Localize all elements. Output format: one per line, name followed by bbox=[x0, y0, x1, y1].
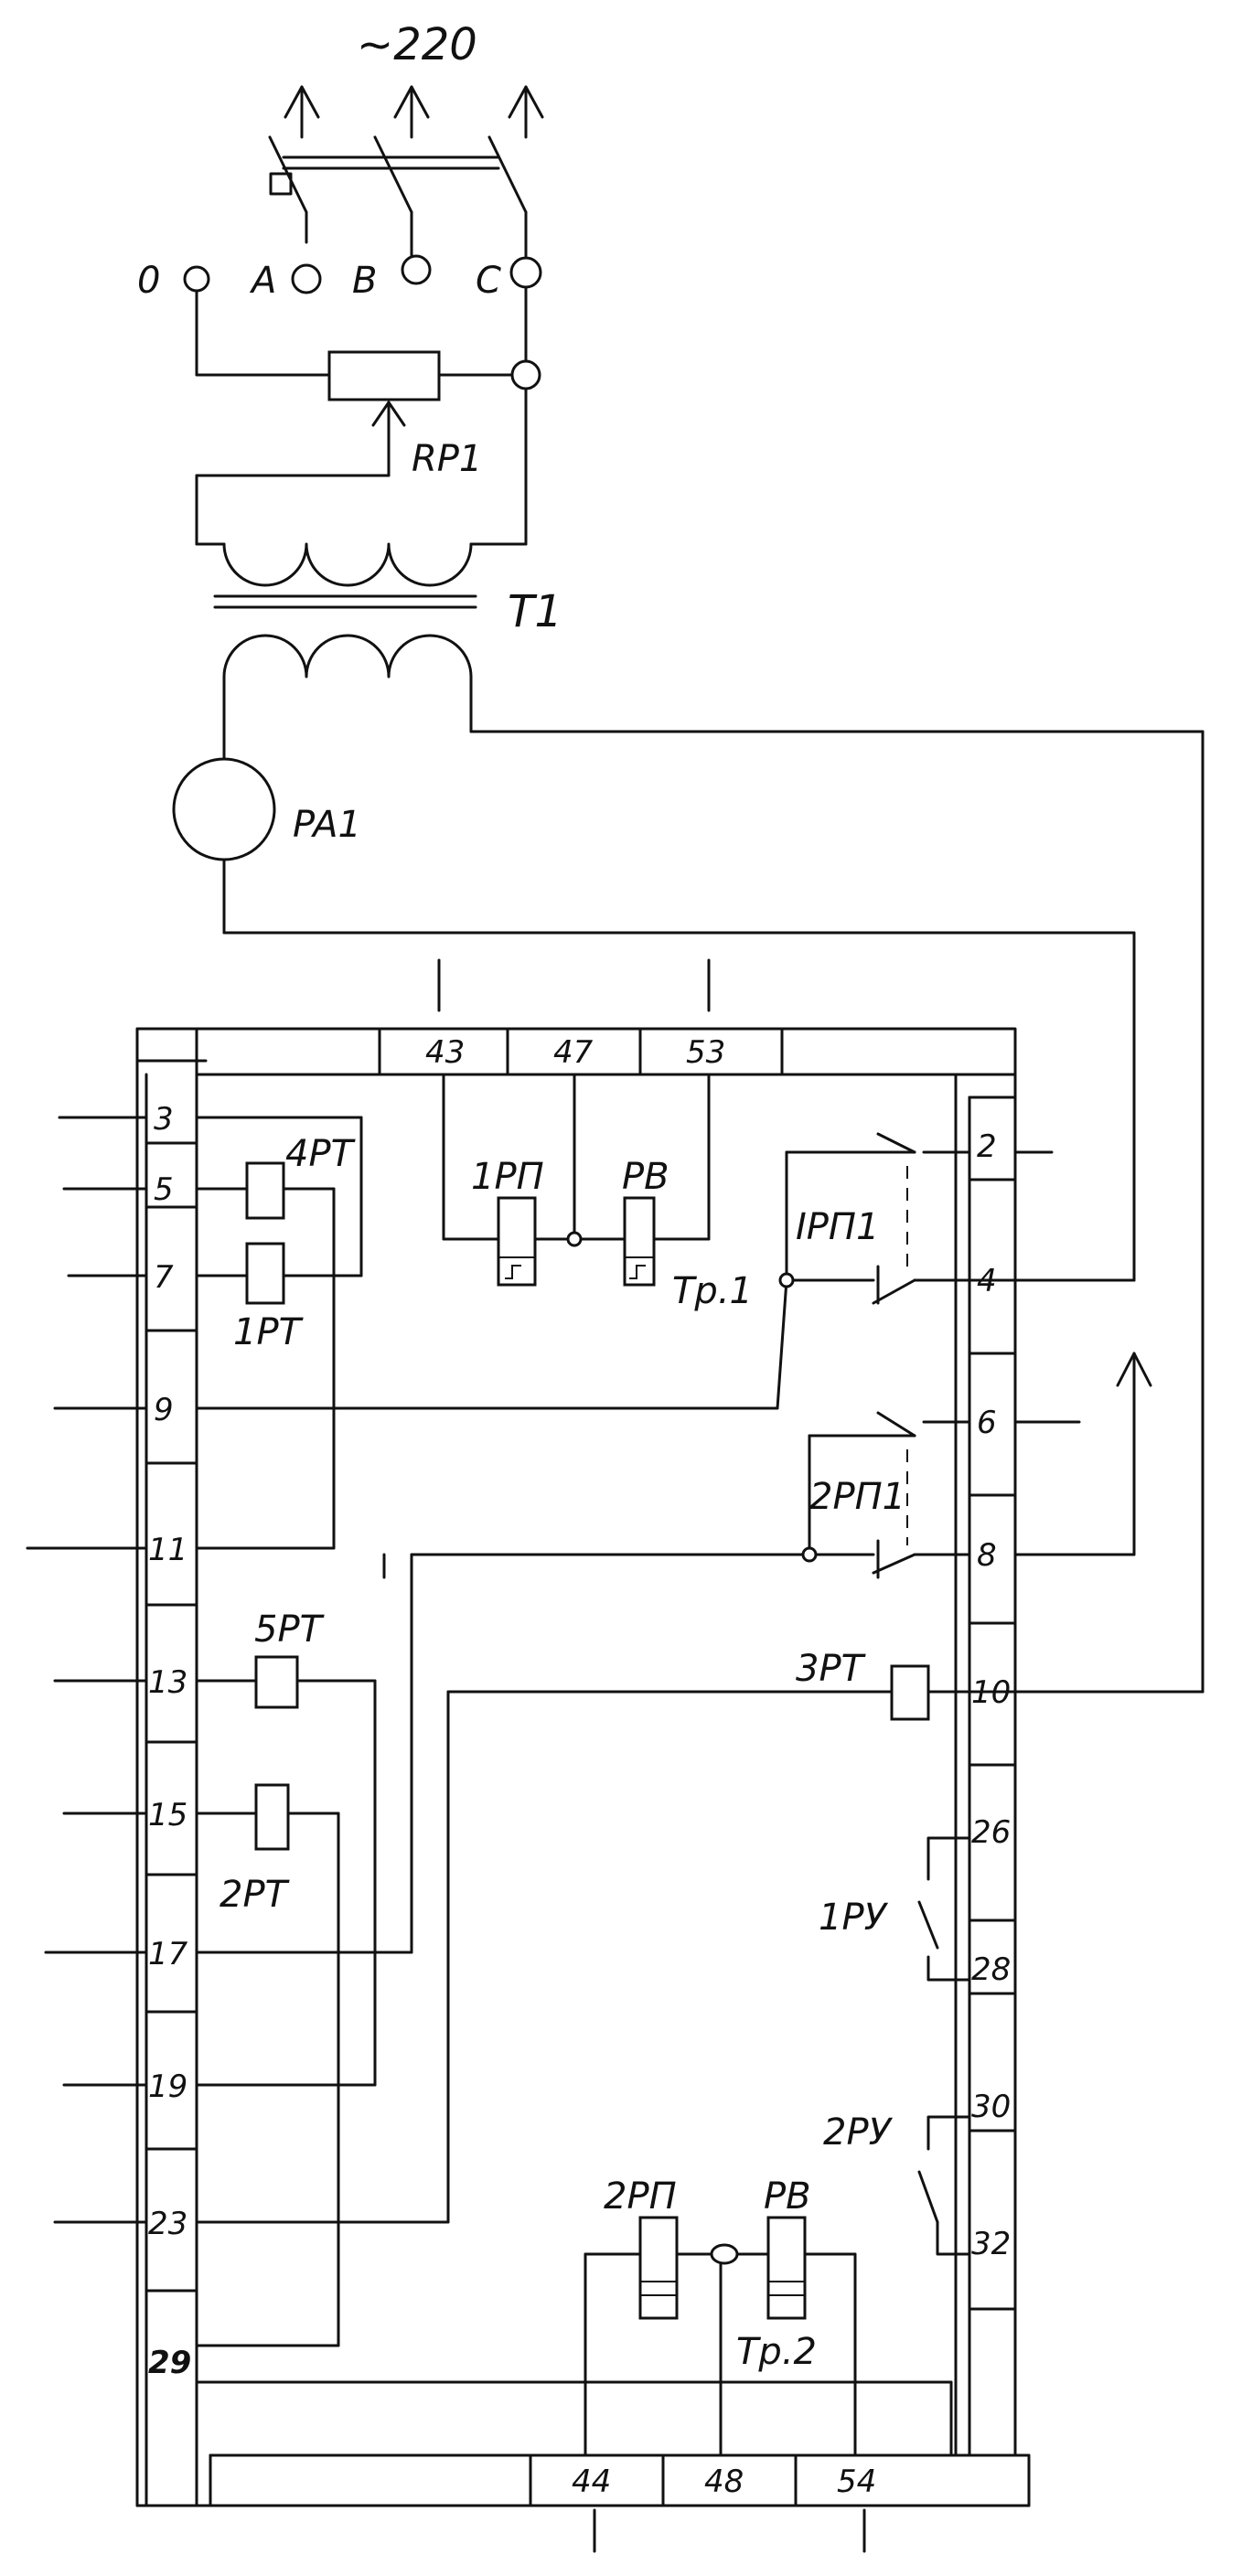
left-terminal-23: 23 bbox=[148, 2206, 187, 2242]
right-terminal-28: 28 bbox=[971, 1951, 1011, 1988]
left-terminal-5: 5 bbox=[154, 1171, 174, 1208]
right-terminal-4: 4 bbox=[977, 1263, 997, 1299]
bottom-terminal-strip bbox=[529, 2453, 866, 2553]
rp1-label: RP1 bbox=[412, 438, 482, 480]
label-2ru: 2PУ bbox=[823, 2111, 894, 2154]
contact-1ru bbox=[917, 1836, 971, 1982]
supply-arrow-c bbox=[508, 85, 544, 139]
relay-4pt-1pt: 4PT 1PT bbox=[195, 1116, 363, 1550]
relay-5pt-2pt: 5PT 2PT bbox=[195, 1553, 386, 2347]
contact-2ru bbox=[917, 2115, 971, 2256]
left-terminal-11: 11 bbox=[148, 1532, 187, 1568]
label-tr1: Tp.1 bbox=[672, 1270, 753, 1312]
contact-2rp1: 2PП1 bbox=[195, 1411, 971, 1954]
contact-1rp1: IPП1 bbox=[195, 1132, 971, 1410]
left-terminal-15: 15 bbox=[148, 1797, 187, 1833]
terminal-a bbox=[291, 263, 322, 294]
right-terminal-30: 30 bbox=[971, 2089, 1011, 2125]
right-terminal-8: 8 bbox=[977, 1537, 997, 1574]
left-terminal-3: 3 bbox=[154, 1101, 174, 1138]
terminal-0-label: 0 bbox=[137, 260, 160, 302]
coil-2pt bbox=[254, 1783, 290, 1851]
relay-1rp-rv: 1PП PB Tp.1 bbox=[442, 1073, 753, 1312]
terminal-c-label: C bbox=[476, 260, 501, 302]
label-4pt: 4PT bbox=[285, 1133, 357, 1175]
left-terminal-strip: 3 5 7 9 11 13 15 17 19 23 29 bbox=[26, 1073, 198, 2507]
right-terminal-26: 26 bbox=[971, 1814, 1011, 1851]
terminal-0 bbox=[183, 265, 210, 293]
right-terminal-2: 2 bbox=[977, 1128, 997, 1165]
label-tr2: Tp.2 bbox=[736, 2331, 817, 2373]
coil-rv-top bbox=[623, 1196, 656, 1287]
junction-48 bbox=[710, 2243, 739, 2265]
coil-1rp bbox=[497, 1196, 537, 1287]
coil-5pt bbox=[254, 1655, 299, 1709]
node-c bbox=[510, 359, 541, 390]
label-rv-bottom: PB bbox=[764, 2175, 811, 2218]
rp1-resistor bbox=[327, 350, 441, 401]
right-terminal-strip: 2 4 6 8 10 26 28 30 32 bbox=[968, 1096, 1205, 2457]
t1-label: T1 bbox=[508, 586, 562, 637]
left-terminal-29: 29 bbox=[148, 2345, 191, 2381]
label-2rp: 2PП bbox=[604, 2175, 677, 2218]
terminal-a-label: A bbox=[249, 260, 276, 302]
top-terminal-53: 53 bbox=[686, 1034, 725, 1071]
supply-arrow-a bbox=[284, 85, 320, 139]
relay-2rp-rv: 2PП PB Tp.2 bbox=[195, 2175, 953, 2457]
right-terminal-32: 32 bbox=[971, 2226, 1011, 2262]
top-terminal-43: 43 bbox=[425, 1034, 465, 1071]
terminal-b-label: B bbox=[352, 260, 377, 302]
bottom-terminal-44: 44 bbox=[572, 2464, 611, 2500]
rp1-wiring bbox=[195, 285, 528, 546]
junction-2rp1 bbox=[801, 1546, 818, 1563]
coil-1pt bbox=[245, 1242, 285, 1305]
label-3pt: 3PT bbox=[796, 1648, 867, 1690]
pa1-ammeter bbox=[172, 757, 276, 861]
bottom-terminal-54: 54 bbox=[837, 2464, 876, 2500]
right-terminal-6: 6 bbox=[977, 1405, 997, 1441]
junction-47 bbox=[566, 1231, 583, 1247]
label-2pt: 2PT bbox=[220, 1874, 291, 1916]
supply-section: ~220 0 A B C bbox=[137, 19, 1205, 1694]
supply-arrow-b bbox=[393, 85, 430, 139]
right-terminal-10: 10 bbox=[971, 1674, 1011, 1711]
terminal-c bbox=[509, 256, 542, 289]
pa1-label: PA1 bbox=[293, 804, 361, 846]
breaker-blades bbox=[268, 135, 528, 258]
label-1rp1: IPП1 bbox=[796, 1206, 879, 1248]
terminal-b bbox=[401, 254, 432, 285]
coil-rv-bottom bbox=[766, 2216, 807, 2320]
coil-3pt bbox=[890, 1664, 930, 1721]
supply-voltage-label: ~220 bbox=[357, 19, 477, 70]
left-terminal-7: 7 bbox=[154, 1259, 174, 1296]
label-1pt: 1PT bbox=[233, 1311, 305, 1353]
left-terminal-13: 13 bbox=[148, 1664, 187, 1701]
label-1ru: 1PУ bbox=[819, 1897, 889, 1939]
junction-1rp1 bbox=[778, 1272, 795, 1288]
relay-3pt: 3PT bbox=[195, 1648, 971, 2224]
top-terminal-strip bbox=[378, 958, 784, 1076]
label-2rp1: 2PП1 bbox=[809, 1476, 905, 1518]
left-terminal-19: 19 bbox=[148, 2068, 187, 2105]
top-terminal-47: 47 bbox=[553, 1034, 594, 1071]
label-rv-top: PB bbox=[622, 1156, 669, 1198]
left-terminal-9: 9 bbox=[154, 1392, 174, 1428]
label-5pt: 5PT bbox=[254, 1609, 326, 1651]
left-terminal-17: 17 bbox=[148, 1936, 188, 1972]
coil-4pt bbox=[245, 1161, 285, 1220]
coil-2rp bbox=[638, 2216, 679, 2320]
label-1rp: 1PП bbox=[471, 1156, 544, 1198]
bottom-terminal-48: 48 bbox=[704, 2464, 744, 2500]
